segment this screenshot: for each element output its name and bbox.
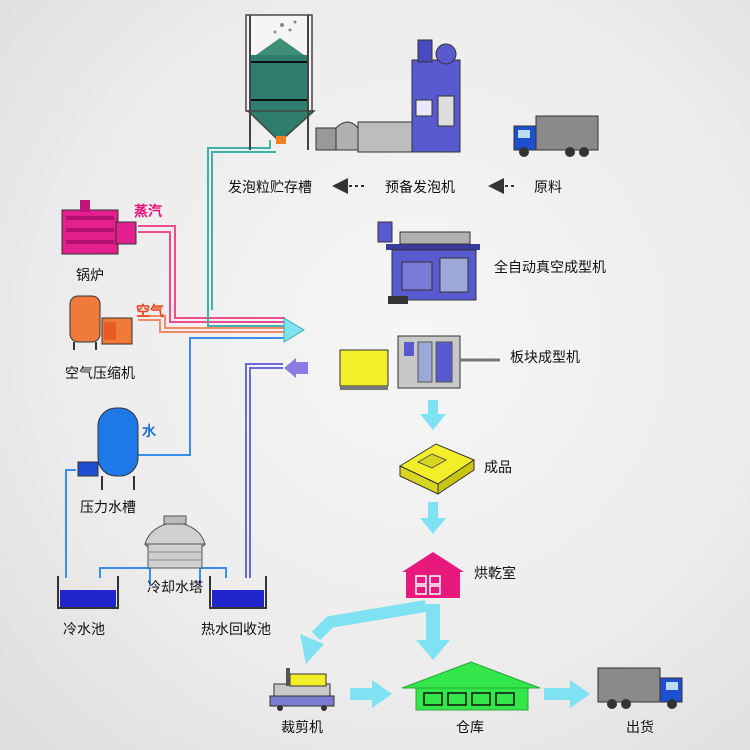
drying-to-cutting-arrow: [300, 600, 427, 664]
label-shipping: 出货: [626, 720, 654, 736]
label-boiler: 锅炉: [76, 268, 104, 284]
warehouse-building: [401, 661, 541, 711]
label-hot-pool: 热水回收池: [201, 622, 271, 638]
label-steam: 蒸汽: [134, 204, 162, 220]
label-cold-pool: 冷水池: [63, 622, 105, 638]
pre-expander-machine: [315, 39, 461, 153]
cooling-tower-pipe: [99, 567, 227, 586]
auto-vacuum-molding-machine: [377, 221, 480, 304]
label-cooling-tower: 冷却水塔: [147, 580, 203, 596]
air-pipe: [138, 315, 285, 333]
label-foam-silo: 发泡粒贮存槽: [228, 180, 312, 196]
steam-pipe: [138, 225, 285, 323]
hot-water-return-pipe: [245, 363, 283, 578]
label-pre-expander: 预备发泡机: [385, 180, 455, 196]
label-air-compressor: 空气压缩机: [65, 366, 135, 382]
label-drying-room: 烘乾室: [474, 566, 516, 582]
raw-material-truck: [513, 115, 599, 157]
label-block-molding: 板块成型机: [510, 350, 580, 366]
boiler-equipment: [61, 200, 137, 255]
foam-pipe: [207, 140, 285, 327]
cold-water-pool: [57, 576, 119, 609]
label-cutting-machine: 裁剪机: [281, 720, 323, 736]
air-compressor-equipment: [69, 295, 133, 350]
return-arrow: [284, 358, 308, 378]
foam-silo: [245, 14, 316, 150]
drying-room-building: [402, 552, 464, 598]
label-warehouse: 仓库: [456, 720, 484, 736]
label-finished-product: 成品: [484, 460, 512, 476]
label-air: 空气: [136, 304, 164, 320]
block-molding-machine: [339, 335, 500, 390]
cutting-to-warehouse-arrow: [350, 680, 392, 708]
cooling-tower-equipment: [144, 515, 206, 569]
shipping-truck: [597, 667, 683, 709]
label-raw-material: 原料: [534, 180, 562, 196]
product-to-drying-arrow: [420, 502, 446, 534]
merge-arrow: [283, 317, 305, 343]
drying-to-warehouse-arrow: [416, 604, 450, 660]
label-pressure-tank: 压力水槽: [80, 500, 136, 516]
hot-water-recovery-pool: [209, 576, 267, 609]
cutting-machine-equipment: [269, 668, 335, 711]
pressure-water-tank: [77, 407, 139, 490]
label-water: 水: [142, 424, 156, 440]
molding-to-product-arrow: [420, 400, 446, 430]
warehouse-to-shipping-arrow: [544, 680, 590, 708]
water-supply-pipe: [65, 337, 286, 578]
label-auto-vacuum-molding: 全自动真空成型机: [494, 260, 606, 276]
finished-product-block: [398, 443, 476, 495]
